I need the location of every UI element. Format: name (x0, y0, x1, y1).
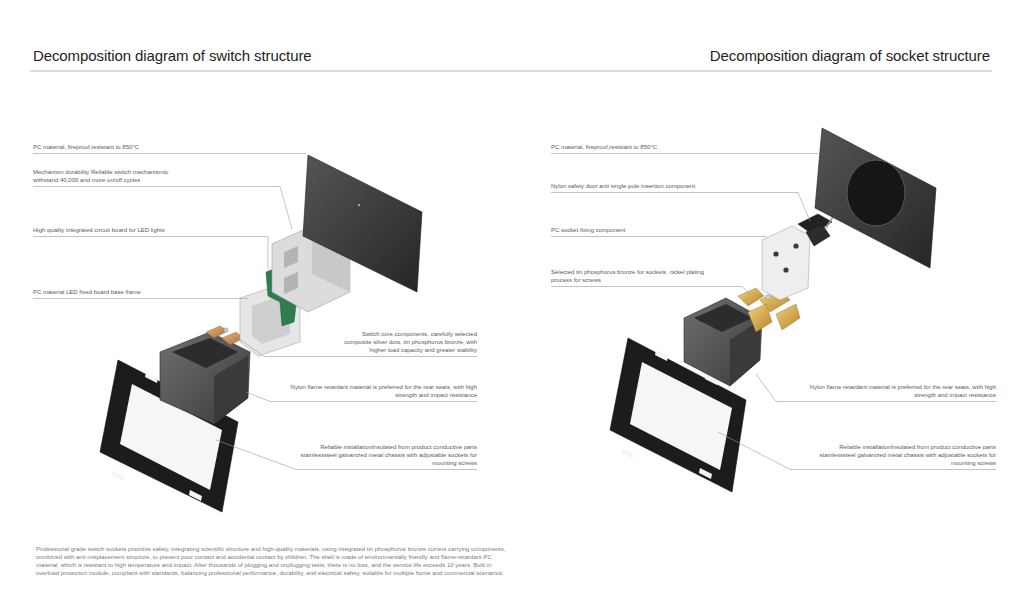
indicator-dot (358, 204, 360, 206)
socket-fixing-plate (762, 226, 810, 300)
nickel-screw (766, 295, 771, 300)
mechanism-slot (284, 246, 298, 268)
leader-line (756, 374, 996, 402)
section-heading: Decomposition diagram of socket structur… (710, 47, 990, 65)
rear-seat-opening (694, 304, 752, 332)
leader-line (551, 153, 818, 154)
brass-contact (206, 326, 228, 338)
callout-text: PC material, fireproof,resistant to 850°… (33, 143, 139, 151)
socket-panel (815, 128, 936, 268)
plate-hole (783, 267, 788, 272)
callout-text: High quality integrated circuit board fo… (33, 226, 165, 234)
leader-line (33, 187, 292, 230)
callout-text: Nylon safety door anti single pole inser… (551, 182, 695, 190)
divider-rule (30, 71, 992, 72)
leader-line (551, 193, 810, 222)
leader-line (551, 236, 766, 237)
callout-text: PC material LED fixed board base frame (33, 288, 141, 296)
callout-text: Reliable installationInsulated from prod… (287, 443, 477, 467)
section-heading: Decomposition diagram of switch structur… (33, 47, 312, 65)
callout-text: PC socket fixing component (551, 226, 625, 234)
callout-text: Reliable installationInsulated from prod… (806, 443, 996, 467)
plate-hole (773, 251, 778, 256)
caption-paragraph: Professional grade switch sockets priori… (36, 545, 508, 577)
silver-dot (224, 328, 228, 332)
leader-line (718, 432, 996, 470)
chassis-slot (655, 350, 668, 361)
chassis-slot (111, 470, 124, 481)
callout-text: Selected tin phosphorus bronze for socke… (551, 268, 711, 284)
mechanism-slot (284, 272, 298, 294)
bronze-contact (748, 304, 772, 332)
callout-text: PC material, fireproof,resistant to 850°… (551, 143, 657, 151)
rear-seat-side (214, 356, 248, 424)
leader-line (33, 237, 268, 271)
switch-panel (303, 155, 422, 292)
callout-text: Nylon flame retardant material is prefer… (282, 383, 477, 399)
socket-opening (847, 160, 905, 226)
chassis-slot (189, 490, 202, 501)
callout-text: Mechanism durability Reliable switch mec… (33, 168, 183, 184)
chassis-slot (621, 448, 634, 459)
rear-seat (160, 332, 250, 424)
chassis-slot (145, 372, 158, 383)
callout-text: Nylon flame retardant material is prefer… (801, 383, 996, 399)
bronze-contact (738, 288, 764, 306)
leader-line (33, 153, 306, 154)
plate-hole (793, 243, 798, 248)
chassis-slot (699, 468, 712, 479)
leader-line (33, 298, 248, 299)
leader-line (551, 287, 750, 295)
bronze-contact (776, 304, 800, 330)
leader-line (216, 440, 477, 470)
callout-text: Switch core components, carefully select… (337, 330, 477, 354)
